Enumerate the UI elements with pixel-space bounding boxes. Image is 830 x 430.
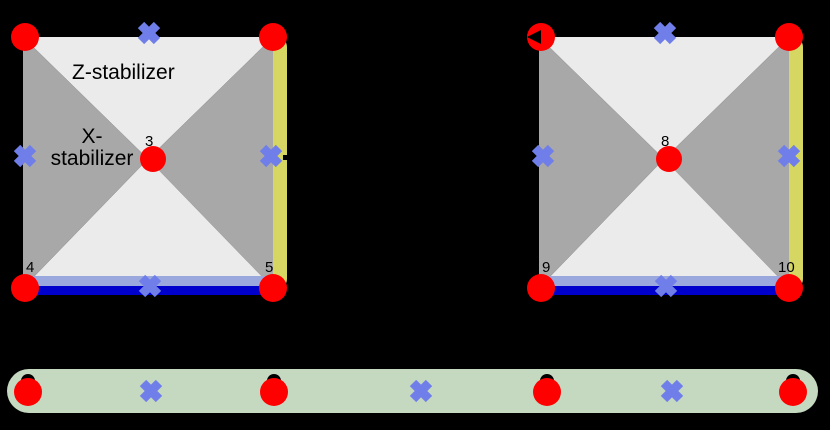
clipped-glyph-fragment-left: [283, 155, 287, 160]
qubit-strip-1[interactable]: [14, 378, 42, 406]
qubit-label-5: 5: [265, 259, 274, 276]
boundary-strip-graphic: [7, 369, 818, 413]
qubit-label-9: 9: [542, 259, 551, 276]
qubit-bottom-left-right-plaquette[interactable]: [527, 274, 555, 302]
face-bottom-light: [23, 159, 273, 288]
x-gate-bottom-left-plaquette[interactable]: [138, 274, 162, 298]
qubit-top-left-left-plaquette[interactable]: [11, 23, 39, 51]
x-gate-strip-1[interactable]: [139, 379, 163, 403]
left-plaquette: Z-stabilizer X- stabilizer 3 4 5: [0, 0, 300, 320]
qubit-top-right-left-plaquette[interactable]: [259, 23, 287, 51]
x-gate-bottom-right-plaquette[interactable]: [654, 274, 678, 298]
face-top-light-r: [539, 37, 789, 159]
qubit-center-right-plaquette[interactable]: [656, 146, 682, 172]
qubit-bottom-right-right-plaquette[interactable]: [775, 274, 803, 302]
qubit-strip-3[interactable]: [533, 378, 561, 406]
x-gate-strip-3[interactable]: [660, 379, 684, 403]
z-stabilizer-label: Z-stabilizer: [72, 61, 175, 84]
face-top-light: [23, 37, 273, 159]
face-left-dark-r: [539, 37, 664, 288]
x-gate-left-right-plaquette[interactable]: [531, 144, 555, 168]
x-gate-top-left-plaquette[interactable]: [137, 21, 161, 45]
left-plaquette-graphic: [11, 21, 287, 302]
x-stabilizer-label-line1: X-: [81, 125, 103, 148]
face-bottom-light-r: [539, 159, 789, 288]
qubit-label-8: 8: [661, 133, 670, 150]
qubit-top-right-right-plaquette[interactable]: [775, 23, 803, 51]
x-gate-right-left-plaquette[interactable]: [259, 144, 283, 168]
green-boundary-region: [7, 369, 818, 413]
qubit-center-left-plaquette[interactable]: [140, 146, 166, 172]
qubit-bottom-left-left-plaquette[interactable]: [11, 274, 39, 302]
qubit-bottom-right-left-plaquette[interactable]: [259, 274, 287, 302]
right-plaquette-graphic: [527, 21, 803, 302]
qubit-label-4: 4: [26, 259, 35, 276]
x-gate-top-right-plaquette[interactable]: [653, 21, 677, 45]
qubit-strip-4[interactable]: [779, 378, 807, 406]
boundary-strip: [0, 355, 830, 430]
face-right-dark-r: [664, 37, 789, 288]
x-stabilizer-label-line2: stabilizer: [50, 147, 134, 171]
clipped-wedge-fragment-right: [527, 30, 541, 44]
face-right-dark: [148, 37, 273, 288]
x-gate-right-right-plaquette[interactable]: [777, 144, 801, 168]
face-left-dark: [23, 37, 148, 288]
x-stabilizer-label: X- stabilizer: [38, 125, 146, 171]
qubit-label-3: 3: [145, 133, 154, 150]
x-gate-strip-2[interactable]: [409, 379, 433, 403]
qubit-label-10: 10: [778, 259, 795, 276]
qubit-strip-2[interactable]: [260, 378, 288, 406]
right-plaquette: 8 9 10: [516, 0, 830, 320]
x-gate-left-left-plaquette[interactable]: [13, 144, 37, 168]
